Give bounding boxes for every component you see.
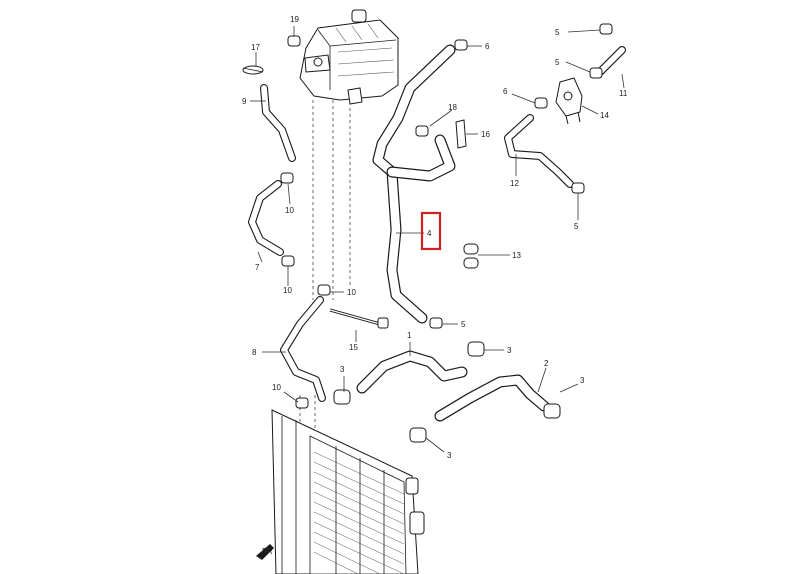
label-4: 4 <box>427 229 432 238</box>
part-19-clamp <box>287 35 301 47</box>
label-5-mid: 5 <box>461 320 466 329</box>
hose-9 <box>260 84 296 162</box>
clamp-5-top-right <box>599 23 613 35</box>
hose-2 <box>434 374 550 422</box>
hose-8 <box>280 296 326 402</box>
clamp-10-upper <box>280 172 294 184</box>
label-19: 19 <box>290 15 299 24</box>
label-8: 8 <box>252 348 257 357</box>
leader-lines <box>250 26 625 453</box>
clamp-5-right-mid <box>589 67 603 79</box>
label-7: 7 <box>255 263 260 272</box>
label-10-b: 10 <box>283 286 292 295</box>
label-18: 18 <box>448 103 457 112</box>
hose-11 <box>596 46 626 76</box>
clamp-10-lower <box>281 255 295 267</box>
clamp-6-top <box>454 39 468 51</box>
clamp-3-a <box>467 341 485 357</box>
label-2: 2 <box>544 359 549 368</box>
label-3-b: 3 <box>340 365 345 374</box>
clamp-3-c <box>543 403 561 419</box>
highlight-box-part-4 <box>420 211 442 251</box>
label-6-right: 6 <box>503 87 508 96</box>
clamp-5-mid <box>429 317 443 329</box>
label-10-c: 10 <box>347 288 356 297</box>
clamp-5-right-low <box>571 182 585 194</box>
label-14: 14 <box>600 111 609 120</box>
label-10-d: 10 <box>272 383 281 392</box>
part-15-rod <box>329 308 389 329</box>
clamp-18 <box>415 125 429 137</box>
label-13: 13 <box>512 251 521 260</box>
clamp-10-mid <box>317 284 331 296</box>
label-16: 16 <box>481 130 490 139</box>
label-10-a: 10 <box>285 206 294 215</box>
clamp-10-left-low <box>295 397 309 409</box>
label-12: 12 <box>510 179 519 188</box>
label-15-lower: 15 <box>349 343 358 352</box>
part-labels: 19 17 9 6 18 16 10 7 10 5 5 11 6 14 12 5… <box>242 15 628 460</box>
part-14-valve <box>555 77 583 125</box>
front-arrow-label: FR <box>262 547 273 556</box>
radiator <box>271 409 425 574</box>
label-3-c: 3 <box>580 376 585 385</box>
label-3-d: 3 <box>447 451 452 460</box>
label-5-top: 5 <box>555 28 560 37</box>
label-17: 17 <box>251 43 260 52</box>
label-1: 1 <box>407 331 412 340</box>
hose-12 <box>504 114 574 188</box>
hose-1 <box>356 350 468 394</box>
label-5-right-low: 5 <box>574 222 579 231</box>
label-11: 11 <box>619 89 628 98</box>
reservoir-tank <box>299 9 399 105</box>
label-5-mid-right: 5 <box>555 58 560 67</box>
clamp-6-right <box>534 97 548 109</box>
part-17-bolt <box>242 65 264 75</box>
part-13-grommet <box>463 243 479 269</box>
label-6-top: 6 <box>485 42 490 51</box>
clamp-3-d <box>409 427 427 443</box>
label-9: 9 <box>242 97 247 106</box>
hose-7 <box>248 180 284 256</box>
front-arrow-icon: FR <box>256 544 274 560</box>
clamp-3-b <box>333 389 351 405</box>
part-16-bracket <box>455 119 467 149</box>
label-3-a: 3 <box>507 346 512 355</box>
hose-4 <box>372 44 456 324</box>
